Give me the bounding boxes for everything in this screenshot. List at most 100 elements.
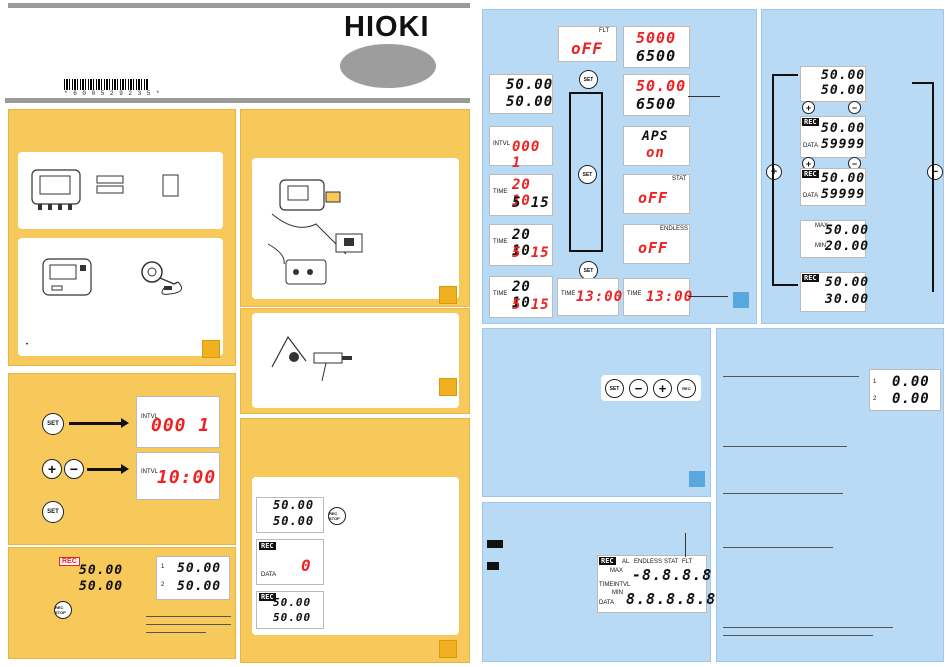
minus-button[interactable]: −: [64, 459, 84, 479]
date-value: 5 15: [512, 245, 550, 261]
set-button[interactable]: SET: [578, 165, 597, 184]
set-button[interactable]: SET: [579, 70, 598, 89]
rec-stop-button[interactable]: REC STOP: [328, 507, 346, 525]
zero-readout: 1 0.00 2 0.00: [869, 369, 941, 411]
plus-button[interactable]: +: [653, 379, 672, 398]
ch1-label: 1: [161, 564, 165, 570]
flow-arrow-right: [601, 92, 603, 252]
year-value: 20 10: [512, 227, 531, 259]
contents-box-2: •: [18, 238, 223, 356]
aps-label: APS: [642, 129, 669, 144]
rec-tag: REC: [259, 593, 276, 601]
value: 50.00: [821, 83, 866, 98]
barcode-number: * 6 0 0 5 2 9 2 3 5 *: [64, 90, 161, 97]
lcd-endless: ENDLESS oFF: [623, 224, 690, 264]
zero-value-1: 0.00: [892, 374, 930, 390]
underline: [146, 632, 206, 633]
set-button[interactable]: SET: [605, 379, 624, 398]
scroll-lcd-1: 50.00 50.00: [800, 66, 866, 102]
endless-label: ENDLESS: [660, 226, 689, 232]
intvl-label: INTVL: [141, 414, 159, 420]
buttons-box: SET − + REC: [601, 375, 701, 401]
lcd-aps: APS on: [623, 126, 690, 166]
top-rule: [8, 3, 470, 8]
plus-small: +: [802, 101, 815, 114]
date-value: 5 15: [512, 195, 550, 211]
value: 50.00: [821, 121, 866, 136]
data-label: DATA: [803, 193, 819, 199]
lcd-start-1: 50.00 50.00: [256, 497, 324, 533]
lcd-stat: STAT oFF: [623, 174, 690, 214]
intvl-value-1: 000 1: [151, 415, 211, 436]
max-label: MAX: [815, 223, 829, 229]
value: 20.00: [825, 239, 870, 254]
intvl-value-2: 10:00: [157, 467, 217, 488]
time-label: TIME: [493, 189, 508, 195]
bracket-bottom: [772, 284, 798, 286]
readout-value: 50.00: [79, 563, 124, 578]
hand-icon: [202, 340, 220, 358]
lcd-50: 50.00 50.00: [489, 74, 553, 114]
underline: [146, 624, 231, 625]
value: 50.00: [506, 94, 554, 110]
panel-contents: •: [8, 109, 236, 366]
lcd-date-2: TIME 20 10 5 15: [489, 276, 553, 318]
value: 50.00: [821, 68, 866, 83]
readout-value: 50.00: [273, 611, 312, 624]
plus-button[interactable]: +: [42, 459, 62, 479]
black-marker: [487, 540, 503, 548]
lcd-stat: STAT: [664, 559, 679, 565]
rec-stop-button[interactable]: REC STOP: [54, 601, 72, 619]
note-underline: [723, 376, 859, 377]
lcd-time-1: TIME 13:00: [557, 278, 622, 316]
intvl-label: INTVL: [493, 141, 511, 147]
rec-stop-button[interactable]: REC: [677, 379, 696, 398]
arrowhead-icon: [121, 418, 129, 428]
off-text: oFF: [571, 39, 603, 58]
hand-icon: [439, 378, 457, 396]
panel-buttons: SET − + REC: [482, 328, 711, 497]
start-box: 50.00 50.00 REC STOP REC DATA 0 REC 50.0…: [252, 477, 459, 635]
scroll-lcd-2: REC 50.00 DATA 59999: [800, 116, 866, 158]
flow-arrow-bottom: [569, 250, 603, 252]
connector-illustration-box: [252, 313, 459, 408]
arrowhead-icon: [121, 464, 129, 474]
lcd-digits-top: -8.8.8.8: [632, 566, 713, 584]
lcd-al: AL: [622, 559, 630, 565]
lcd-start-3: REC 50.00 50.00: [256, 591, 324, 629]
note-underline: [723, 446, 847, 447]
off-text: oFF: [638, 189, 669, 207]
flow-arrow-top: [569, 92, 603, 94]
year-value: 20 10: [512, 177, 531, 209]
batteries-illustration: [96, 175, 124, 194]
plus-button[interactable]: +: [766, 164, 782, 180]
scroll-lcd-4: MAX 50.00 MIN 20.00: [800, 220, 870, 258]
value: 59999: [821, 187, 866, 202]
data-label: DATA: [803, 143, 819, 149]
readout-value: 50.00: [273, 596, 312, 609]
lcd-flt: FLT: [682, 559, 693, 565]
lcd-year: TIME 20 10 5 15: [489, 174, 553, 216]
lcd-timeintvl: TIMEINTVL: [599, 582, 631, 588]
rec-tag: REC: [802, 170, 819, 178]
time-label: TIME: [493, 239, 508, 245]
value: 50.00: [825, 223, 870, 238]
flt-label: FLT: [599, 28, 610, 34]
set-button[interactable]: SET: [42, 413, 64, 435]
value: 59999: [821, 137, 866, 152]
lcd-range: 5000 6500: [623, 26, 690, 68]
zero-value-2: 0.00: [892, 391, 930, 407]
value: 30.00: [825, 292, 870, 307]
logger-device-illustration: [31, 169, 81, 210]
minus-button[interactable]: −: [629, 379, 648, 398]
minus-button[interactable]: −: [927, 164, 943, 180]
value: 50.00: [825, 275, 870, 290]
rec-tag: REC: [802, 274, 819, 282]
time-value: 13:00: [646, 289, 694, 305]
panel-battery: [240, 109, 470, 307]
panel-connector: [240, 308, 470, 414]
set-button[interactable]: SET: [42, 501, 64, 523]
scroll-arrows: + −: [802, 100, 864, 114]
scroll-lcd-3: REC 50.00 DATA 59999: [800, 168, 866, 206]
range-value-2: 6500: [636, 47, 677, 65]
